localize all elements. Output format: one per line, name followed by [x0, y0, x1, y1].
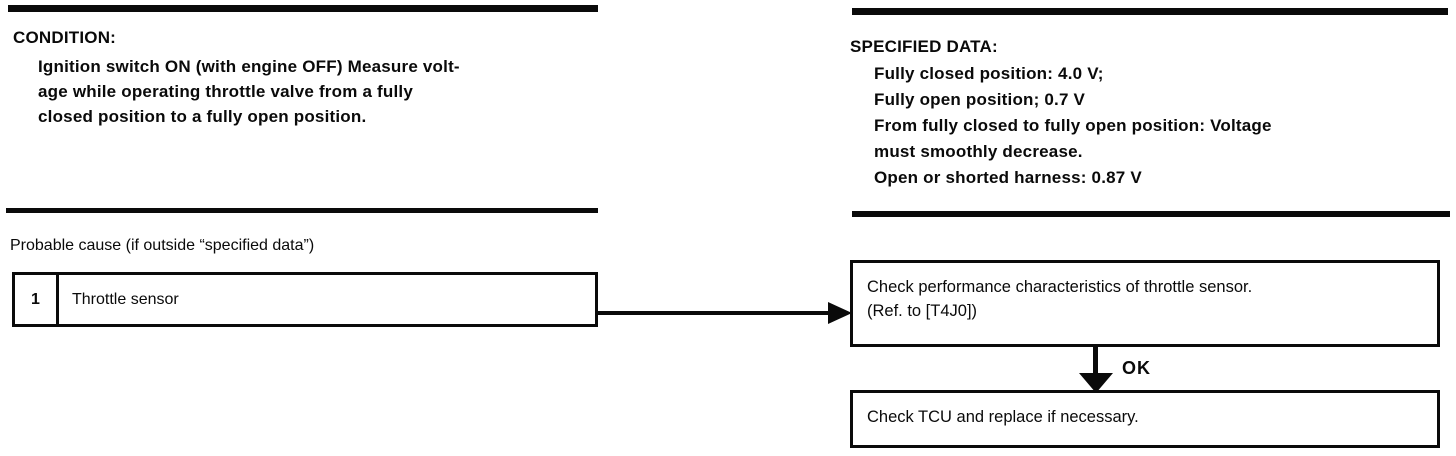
- arrowhead-down-icon: [1079, 373, 1113, 393]
- cause-row-text: Throttle sensor: [72, 290, 179, 308]
- specified-data-line: Open or shorted harness: 0.87 V: [874, 168, 1142, 187]
- arrowhead-right-icon: [828, 302, 852, 324]
- flow-step-1-line2: (Ref. to [T4J0]): [867, 302, 978, 320]
- ok-label: OK: [1122, 358, 1151, 378]
- specified-data-line: From fully closed to fully open position…: [874, 116, 1272, 135]
- flow-arrow-right: [598, 311, 832, 315]
- specified-data-heading: SPECIFIED DATA:: [850, 37, 998, 56]
- flow-step-2-text: Check TCU and replace if necessary.: [867, 408, 1139, 426]
- flow-arrow-down: [1093, 346, 1098, 375]
- top-rule-left: [8, 5, 598, 12]
- flow-step-1-line1: Check performance characteristics of thr…: [867, 278, 1253, 296]
- specified-data-text: Fully closed position: 4.0 V; Fully open…: [874, 61, 1272, 191]
- probable-cause-table: 1 Throttle sensor: [12, 272, 598, 327]
- flow-step-1-box: Check performance characteristics of thr…: [850, 260, 1440, 347]
- mid-rule-left: [6, 208, 598, 213]
- condition-line: age while operating throttle valve from …: [38, 82, 413, 101]
- flow-step-2-box: Check TCU and replace if necessary.: [850, 390, 1440, 448]
- mid-rule-right: [852, 211, 1450, 217]
- top-rule-right: [852, 8, 1448, 15]
- probable-cause-label: Probable cause (if outside “specified da…: [10, 237, 315, 254]
- specified-data-line: Fully open position; 0.7 V: [874, 90, 1086, 109]
- specified-data-line: Fully closed position: 4.0 V;: [874, 64, 1104, 83]
- condition-heading: CONDITION:: [13, 28, 117, 47]
- condition-line: closed position to a fully open position…: [38, 107, 367, 126]
- condition-text: Ignition switch ON (with engine OFF) Mea…: [38, 54, 460, 129]
- condition-line: Ignition switch ON (with engine OFF) Mea…: [38, 57, 460, 76]
- specified-data-line: must smoothly decrease.: [874, 142, 1083, 161]
- cause-row-number: 1: [15, 275, 59, 324]
